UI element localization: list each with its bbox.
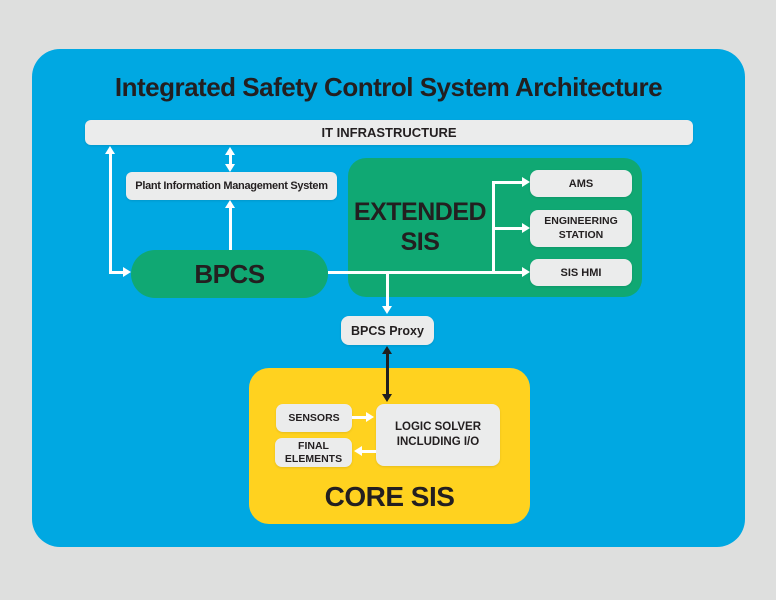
sis-hmi-label: SIS HMI xyxy=(560,266,602,279)
arrowhead-right-icon xyxy=(366,412,374,422)
arrow-it-bpcs-vline xyxy=(109,153,112,274)
arrowhead-up-icon xyxy=(105,146,115,154)
bpcs-proxy-box: BPCS Proxy xyxy=(341,316,434,345)
logic-solver-label: LOGIC SOLVER INCLUDING I/O xyxy=(394,421,482,448)
engineering-station-label: ENGINEERING STATION xyxy=(544,215,618,241)
arrow-bpcs-pims-line xyxy=(229,207,232,250)
arrowhead-right-icon xyxy=(522,177,530,187)
arrowhead-right-icon xyxy=(522,267,530,277)
sis-hmi-box: SIS HMI xyxy=(530,259,632,286)
arrowhead-down-icon xyxy=(382,394,392,402)
arrow-ams-line xyxy=(492,181,522,184)
arrowhead-down-icon xyxy=(225,164,235,172)
arrow-pims-it-line xyxy=(229,154,232,165)
extended-sis-label: EXTENDED SIS xyxy=(353,198,487,256)
diagram-title: Integrated Safety Control System Archite… xyxy=(114,72,663,102)
final-elements-box: FINAL ELEMENTS xyxy=(275,438,352,467)
bpcs-label: BPCS xyxy=(194,258,265,289)
arrowhead-left-icon xyxy=(354,446,362,456)
it-infrastructure-label: IT INFRASTRUCTURE xyxy=(321,125,457,140)
ams-box: AMS xyxy=(530,170,632,197)
bpcs-proxy-label: BPCS Proxy xyxy=(351,323,424,338)
arrow-eng-line xyxy=(492,227,522,230)
sensors-box: SENSORS xyxy=(276,404,352,432)
arrowhead-up-icon xyxy=(225,200,235,208)
it-infrastructure-bar: IT INFRASTRUCTURE xyxy=(85,120,693,145)
engineering-station-box: ENGINEERING STATION xyxy=(530,210,632,247)
ams-label: AMS xyxy=(568,177,594,190)
arrow-final-line xyxy=(362,450,376,453)
arrow-proxy-logic-line xyxy=(386,354,389,394)
logic-solver-box: LOGIC SOLVER INCLUDING I/O xyxy=(376,404,500,466)
arrowhead-down-icon xyxy=(382,306,392,314)
arrow-proxy-line xyxy=(386,271,389,306)
arrowhead-right-icon xyxy=(522,223,530,233)
arrow-sensors-line xyxy=(352,416,366,419)
arrowhead-right-icon xyxy=(123,267,131,277)
arrow-bpcs-trunk-line xyxy=(328,271,522,274)
sensors-label: SENSORS xyxy=(288,412,340,424)
arrowhead-up-icon xyxy=(382,346,392,354)
final-elements-label: FINAL ELEMENTS xyxy=(284,439,343,465)
pims-label: Plant Information Management System xyxy=(135,180,328,192)
core-sis-label: CORE SIS xyxy=(324,481,455,512)
pims-box: Plant Information Management System xyxy=(126,172,337,200)
arrowhead-up-icon xyxy=(225,147,235,155)
bpcs-box xyxy=(131,250,328,298)
arrow-it-bpcs-hline xyxy=(109,271,123,274)
